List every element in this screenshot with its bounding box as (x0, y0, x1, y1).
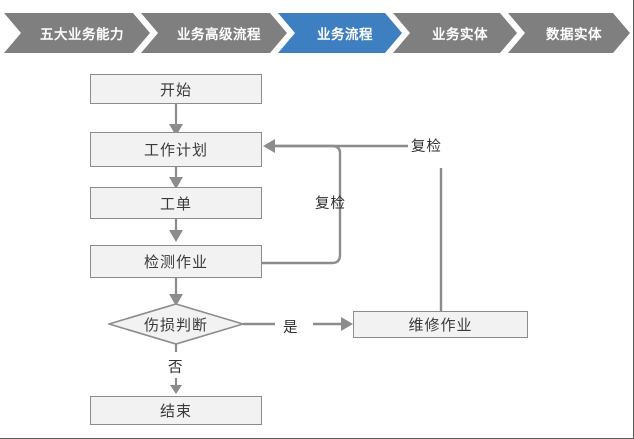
node-work-plan-label: 工作计划 (143, 142, 208, 159)
breadcrumb-item-1-label: 五大业务能力 (40, 27, 124, 42)
breadcrumb: 五大业务能力 业务高级流程 业务流程 业务实体 数据实体 (0, 13, 634, 53)
edge-repair-recheck-to-workplan (263, 139, 443, 313)
breadcrumb-item-5-label: 数据实体 (546, 27, 602, 42)
breadcrumb-item-4-label: 业务实体 (432, 27, 488, 42)
breadcrumb-item-1[interactable]: 五大业务能力 (4, 13, 150, 53)
edge-label-recheck-outer: 复检 (411, 139, 442, 155)
node-damage-decision-label: 伤损判断 (143, 316, 208, 334)
node-inspection[interactable]: 检测作业 (90, 245, 262, 278)
edge-label-recheck-inner: 复检 (315, 196, 346, 212)
edge-workplan-to-workorder (169, 167, 183, 189)
node-repair-label: 维修作业 (408, 317, 473, 334)
breadcrumb-item-3[interactable]: 业务流程 (278, 13, 402, 53)
node-start-label: 开始 (159, 81, 192, 99)
node-work-plan[interactable]: 工作计划 (90, 132, 262, 167)
diamond-shape-icon (108, 303, 244, 345)
edge-workorder-to-inspection (169, 219, 183, 242)
edge-label-yes: 是 (283, 320, 299, 336)
node-end[interactable]: 结束 (90, 396, 262, 425)
node-repair[interactable]: 维修作业 (353, 311, 528, 338)
breadcrumb-item-4[interactable]: 业务实体 (393, 13, 517, 53)
node-end-label: 结束 (159, 403, 192, 420)
node-work-order-label: 工单 (159, 195, 192, 213)
edge-inspection-to-decision (169, 278, 183, 306)
breadcrumb-item-2-label: 业务高级流程 (177, 27, 261, 42)
node-start[interactable]: 开始 (90, 74, 262, 104)
edge-label-no: 否 (168, 360, 184, 376)
breadcrumb-item-2[interactable]: 业务高级流程 (141, 13, 287, 53)
breadcrumb-item-3-label: 业务流程 (317, 27, 373, 42)
breadcrumb-item-5[interactable]: 数据实体 (508, 13, 630, 53)
node-inspection-label: 检测作业 (143, 254, 208, 271)
node-damage-decision[interactable]: 伤损判断 (108, 303, 244, 345)
node-work-order[interactable]: 工单 (90, 187, 262, 219)
